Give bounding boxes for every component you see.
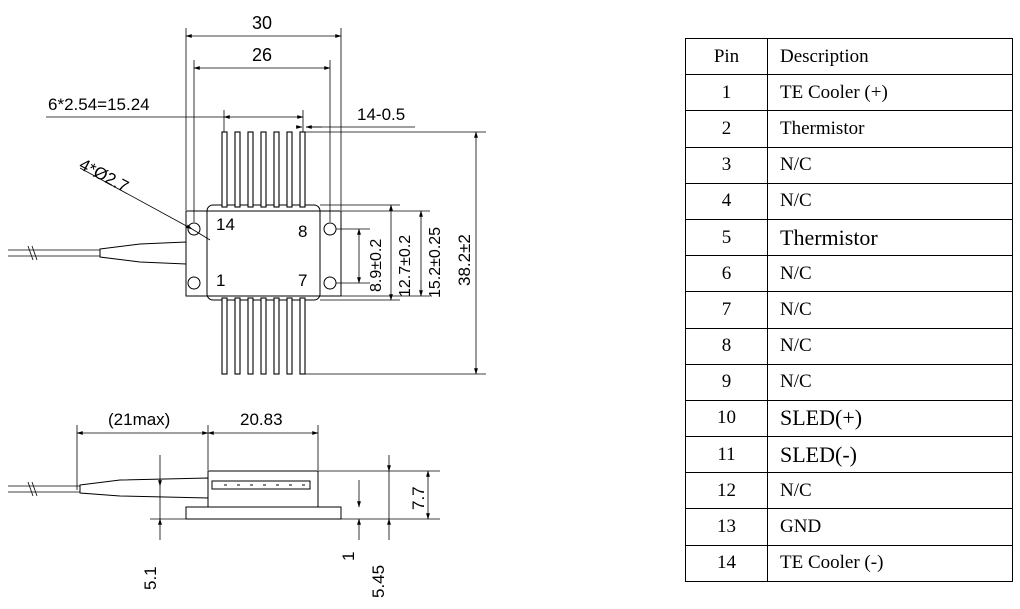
pin-description: SLED(+): [767, 399, 1013, 438]
dim-38-2: 38.2±2: [455, 234, 474, 286]
pin-description: SLED(-): [767, 436, 1013, 474]
pin-description: TE Cooler (+): [767, 74, 1013, 112]
pin-number: 11: [685, 436, 768, 474]
header-pin: Pin: [685, 37, 768, 76]
pin-description: TE Cooler (-): [767, 544, 1013, 582]
pin-description: N/C: [767, 146, 1013, 184]
dim-5-45: 5.45: [369, 565, 388, 598]
pin-label-8: 8: [298, 222, 307, 241]
pin-description: Thermistor: [767, 218, 1013, 257]
top-pins: [221, 131, 306, 208]
table-header-row: Pin Description: [685, 37, 1013, 76]
pin-description: N/C: [767, 472, 1013, 510]
pin-label-1: 1: [216, 271, 225, 290]
header-description: Description: [767, 37, 1013, 76]
dim-8-9: 8.9±0.2: [368, 239, 385, 292]
pin-number: 14: [685, 544, 768, 582]
bottom-pins: [221, 297, 306, 375]
pin-description: N/C: [767, 255, 1013, 293]
pin-description: N/C: [767, 291, 1013, 329]
mounting-flange-outline: [185, 210, 342, 297]
pin-description: Thermistor: [767, 110, 1013, 148]
pin-number: 7: [685, 291, 768, 329]
pin-number: 3: [685, 146, 768, 184]
dim-width-30: 30: [252, 13, 272, 33]
pin-label-14: 14: [216, 215, 235, 234]
pin-number: 13: [685, 508, 768, 546]
mounting-hole: [187, 276, 201, 290]
mounting-hole: [323, 276, 337, 290]
pin-number: 10: [685, 399, 768, 438]
pin-description: GND: [767, 508, 1013, 546]
pin-number: 5: [685, 218, 768, 257]
dim-7-7: 7.7: [409, 486, 428, 510]
side-pin-row: [211, 480, 311, 490]
dim-15-2: 15.2±0.25: [427, 227, 444, 298]
mechanical-drawing: 14 8 1 7 30 26 6*2.54=15.24 14-0.5 4*Ø2.…: [8, 13, 486, 598]
dim-5-1: 5.1: [141, 566, 160, 590]
pin-description: N/C: [767, 363, 1013, 401]
side-base: [185, 506, 342, 520]
pin-number: 12: [685, 472, 768, 510]
side-view: (21max) 20.83 7.7 5.1 1 5.45: [8, 410, 440, 598]
pin-number: 1: [685, 74, 768, 112]
top-view: 14 8 1 7 30 26 6*2.54=15.24 14-0.5 4*Ø2.…: [8, 13, 486, 375]
pin-number: 8: [685, 327, 768, 365]
dim-21max: (21max): [108, 410, 170, 429]
dim-pin-pitch: 6*2.54=15.24: [48, 95, 150, 114]
dim-mount-holes: 4*Ø2.7: [76, 155, 132, 197]
dim-width-26: 26: [252, 45, 272, 65]
mounting-hole: [323, 222, 337, 236]
pin-number: 9: [685, 363, 768, 401]
dim-pin-width: 14-0.5: [357, 105, 405, 124]
dim-12-7: 12.7±0.2: [397, 235, 414, 297]
pin-number: 6: [685, 255, 768, 293]
fiber-pigtail: [8, 241, 187, 265]
dim-1: 1: [339, 552, 358, 561]
pin-number: 4: [685, 182, 768, 220]
pin-description: N/C: [767, 327, 1013, 365]
pin-label-7: 7: [298, 271, 307, 290]
pin-description: N/C: [767, 182, 1013, 220]
dim-20-83: 20.83: [240, 410, 283, 429]
pin-number: 2: [685, 110, 768, 148]
